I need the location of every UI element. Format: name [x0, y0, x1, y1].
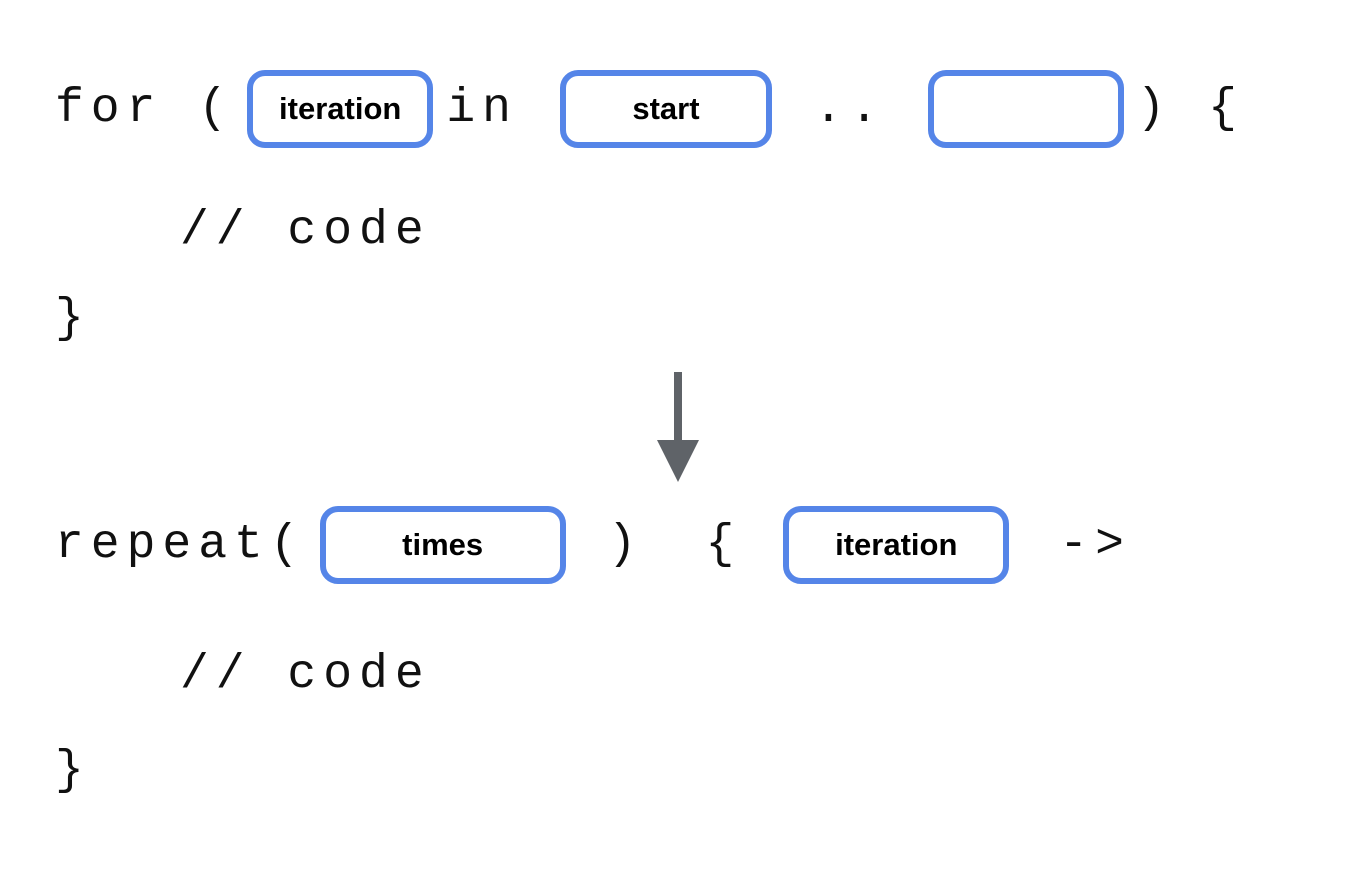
- repeat-body-comment: // code: [180, 648, 1362, 702]
- comment-text: // code: [180, 648, 431, 702]
- for-loop-syntax-line: for ( iteration in start .. ) {: [55, 70, 1362, 148]
- repeat-syntax-line: repeat( times ) { iteration ->: [55, 506, 1362, 584]
- placeholder-iteration-box: iteration: [247, 70, 434, 148]
- for-closing-brace: }: [55, 292, 1362, 346]
- open-brace: {: [705, 518, 742, 572]
- placeholder-iteration-label: iteration: [279, 91, 402, 126]
- repeat-keyword: repeat(: [55, 518, 306, 572]
- close-paren-open-brace: ) {: [1136, 82, 1244, 136]
- for-body-comment: // code: [180, 204, 1362, 258]
- closing-brace: }: [55, 744, 91, 798]
- for-keyword: for (: [55, 82, 235, 136]
- placeholder-start-label: start: [632, 91, 700, 126]
- range-operator: ..: [813, 82, 886, 136]
- transform-arrow-icon: [655, 372, 701, 482]
- placeholder-iteration-after-label: iteration: [835, 527, 958, 562]
- in-operator: in: [446, 82, 518, 136]
- placeholder-times-label: times: [402, 527, 484, 562]
- placeholder-start-box: start: [559, 70, 772, 148]
- placeholder-end-box: [927, 70, 1124, 148]
- lambda-arrow-operator: ->: [1059, 518, 1131, 572]
- placeholder-iteration-after-box: iteration: [783, 506, 1010, 584]
- placeholder-times-box: times: [319, 506, 566, 584]
- repeat-closing-brace: }: [55, 744, 1362, 798]
- closing-brace: }: [55, 292, 91, 346]
- comment-text: // code: [180, 204, 431, 258]
- close-paren: ): [607, 518, 644, 572]
